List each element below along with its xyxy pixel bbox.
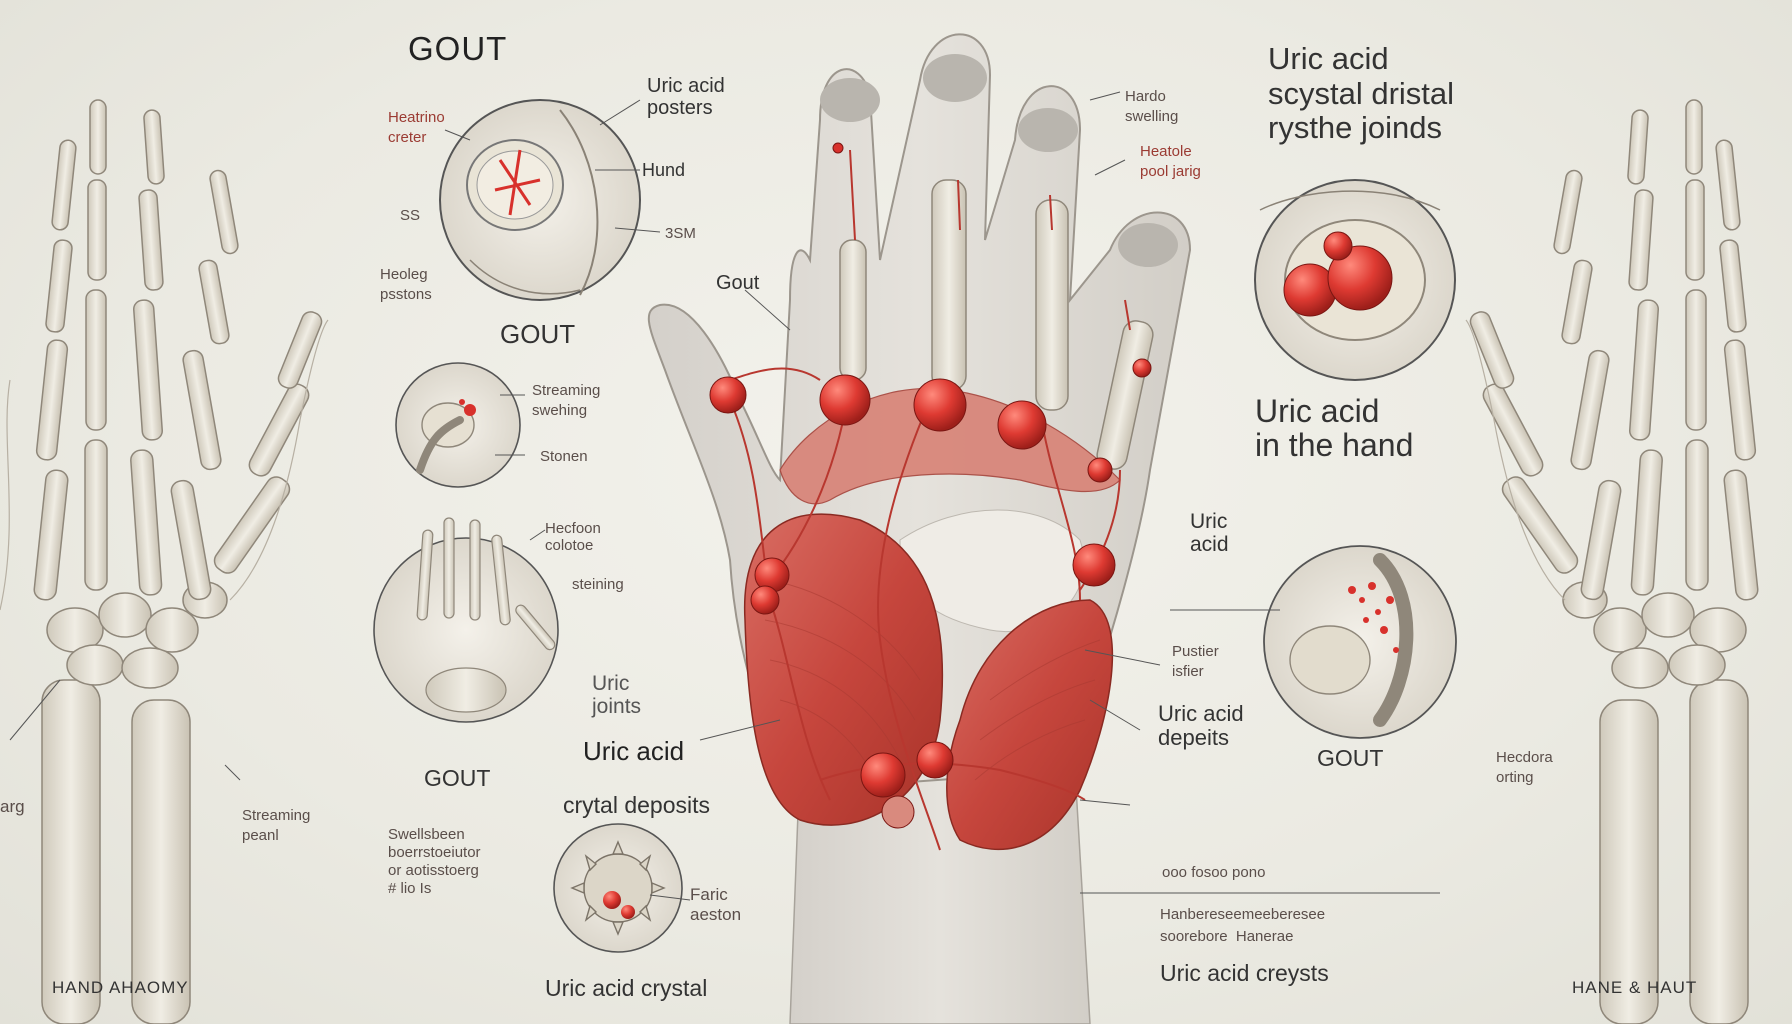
inset-cross-section	[439, 99, 641, 301]
uric-acid-right-label: Uric acid	[1190, 510, 1229, 557]
dense-text-block: Hanbereseemeeberesee soorebore Hanerae	[1160, 906, 1326, 945]
gout-mid-label: GOUT	[424, 765, 491, 791]
inset-deposit-closeup	[1254, 179, 1456, 381]
hand-haut-caption: HANE & HAUT	[1572, 978, 1698, 997]
hecdora-orting-label: Hecdora orting	[1496, 749, 1553, 786]
uric-acid-cluster-label: Uric acid posters	[647, 75, 725, 119]
ss-label: SS	[400, 207, 421, 224]
heatole-pool-label: Heatole pool jarig	[1140, 143, 1201, 180]
uric-acid-in-hand-heading: Uric acid in the hand	[1255, 393, 1414, 463]
stonen-label: Stonen	[540, 448, 588, 465]
crystal-deposits-label: crytal deposits	[563, 792, 711, 818]
inset-uric-crystal	[553, 823, 683, 953]
heoleg-pssstons-label: Heoleg psstons	[380, 266, 432, 303]
pustier-isfier-label: Pustier isfier	[1172, 643, 1219, 680]
gout-title: GOUT	[408, 30, 508, 67]
inset-joint-crystals	[1263, 545, 1457, 739]
central-hand	[647, 33, 1192, 1024]
uric-acid-deposits	[709, 142, 1152, 829]
heatrino-center-label: Heatrino creter	[388, 109, 445, 146]
hand-label: Hund	[642, 160, 686, 180]
inset-small-skeleton	[373, 517, 559, 723]
hardo-swelling-label: Hardo swelling	[1125, 88, 1179, 125]
streaming-swelling-label: Streaming swehing	[532, 382, 601, 419]
uric-acid-deposits-label: Uric acid depeits	[1158, 701, 1244, 751]
dense-text-line: ooo fosoo pono	[1162, 864, 1266, 881]
top-right-heading: Uric acid scystal dristal rysthe joinds	[1268, 41, 1455, 146]
uric-acid-mid-label: Uric acid	[583, 736, 685, 766]
gout-right-label: GOUT	[1317, 745, 1384, 771]
gout-pointer-label: Gout	[716, 272, 760, 294]
uric-acid-crystal-label: Uric acid crystal	[545, 975, 708, 1001]
uric-joints-label: Uric joints	[592, 672, 642, 719]
steining-label: steining	[572, 576, 624, 593]
uric-acid-bottom-right-label: Uric acid creysts	[1160, 960, 1329, 986]
3sm-label: 3SM	[665, 225, 696, 242]
gout-inset-label: GOUT	[500, 319, 576, 349]
dig-label: arg	[0, 797, 25, 816]
left-skeleton-hand	[0, 99, 329, 1024]
swelling-text-block: Swellsbeen boerrstoeiutor or aotisstoerg…	[388, 826, 481, 897]
right-skeleton-hand	[1465, 99, 1759, 1024]
faric-acetor-label: Faric aeston	[690, 885, 742, 925]
hecfoon-colotoe-label: Hecfoon colotoe	[545, 520, 601, 555]
leader-lines	[9, 91, 1440, 901]
hand-anatomy-caption: HAND AHAOMY	[52, 978, 189, 997]
inset-joint-swelling	[395, 362, 521, 488]
streaming-peeal-label: Streaming peanl	[242, 807, 311, 844]
